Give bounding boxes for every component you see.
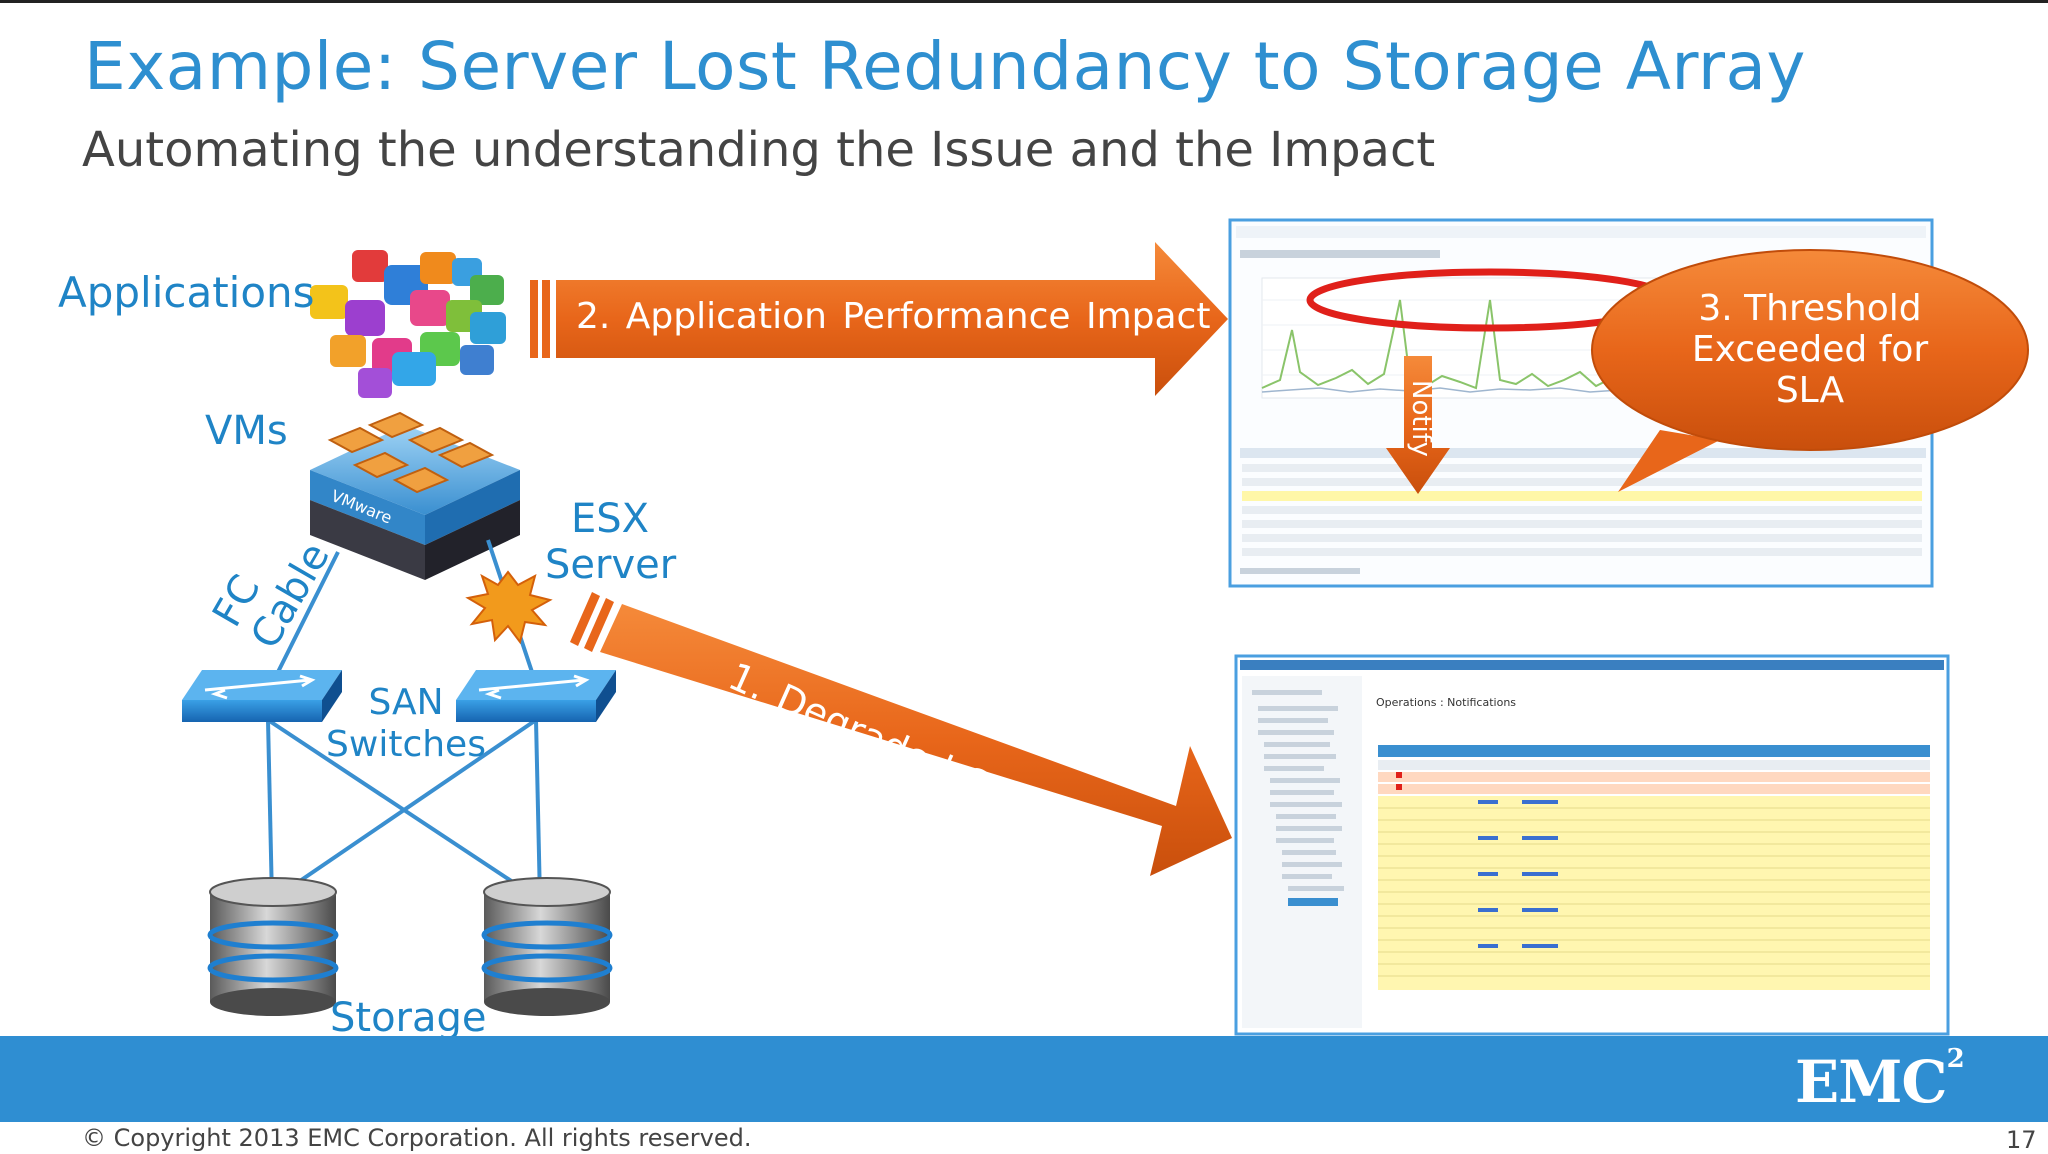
- san-label-line2: Switches: [326, 724, 486, 765]
- slide-title: Example: Server Lost Redundancy to Stora…: [84, 28, 1806, 105]
- degraded-service-arrow: [570, 592, 1232, 876]
- esx-label-line2: Server: [545, 542, 677, 588]
- emc-logo-text: EMC: [1795, 1048, 1948, 1116]
- applications-label: Applications: [58, 268, 315, 317]
- app-performance-arrow: [530, 242, 1228, 396]
- threshold-callout-bubble: [1591, 249, 2029, 492]
- footer-bar: [0, 1036, 2048, 1122]
- top-rule: [0, 0, 2048, 3]
- slide-subtitle: Automating the understanding the Issue a…: [82, 122, 1436, 178]
- esx-label-line1: ESX: [570, 496, 650, 542]
- failure-burst-icon: [465, 570, 553, 645]
- notify-arrow: [1386, 356, 1450, 494]
- callout-line2: Exceeded for: [1691, 329, 1929, 370]
- san-switches-label: SAN Switches: [326, 682, 486, 766]
- threshold-callout-text: 3. Threshold Exceeded for SLA: [1640, 288, 1980, 411]
- copyright-notice: © Copyright 2013 EMC Corporation. All ri…: [82, 1124, 752, 1152]
- vmware-host: VMware: [310, 411, 520, 580]
- callout-line1: 3. Threshold: [1698, 288, 1922, 329]
- page-number: 17: [2006, 1126, 2037, 1154]
- fc-cables: [266, 539, 542, 902]
- applications-icon-cluster: [310, 250, 506, 398]
- notifications-screenshot: Operations : Notifications: [1234, 654, 1950, 1036]
- storage-label: Storage: [330, 995, 487, 1041]
- san-label-line1: SAN: [368, 682, 444, 723]
- notifications-heading: Operations : Notifications: [1376, 696, 1516, 709]
- app-performance-arrow-label: 2. Application Performance Impact: [576, 296, 1211, 337]
- notify-arrow-label: Notify: [1406, 380, 1436, 457]
- san-switch-left: [182, 670, 342, 722]
- esx-server-label: ESX Server: [545, 496, 677, 588]
- emc-logo-superscript: 2: [1946, 1044, 1965, 1074]
- san-switch-right: [456, 670, 616, 722]
- callout-line3: SLA: [1775, 370, 1845, 411]
- storage-array-right: [481, 877, 613, 1016]
- emc-logo: EMC2: [1795, 1044, 1965, 1116]
- vms-label: VMs: [205, 408, 288, 454]
- storage-array-left: [207, 877, 339, 1016]
